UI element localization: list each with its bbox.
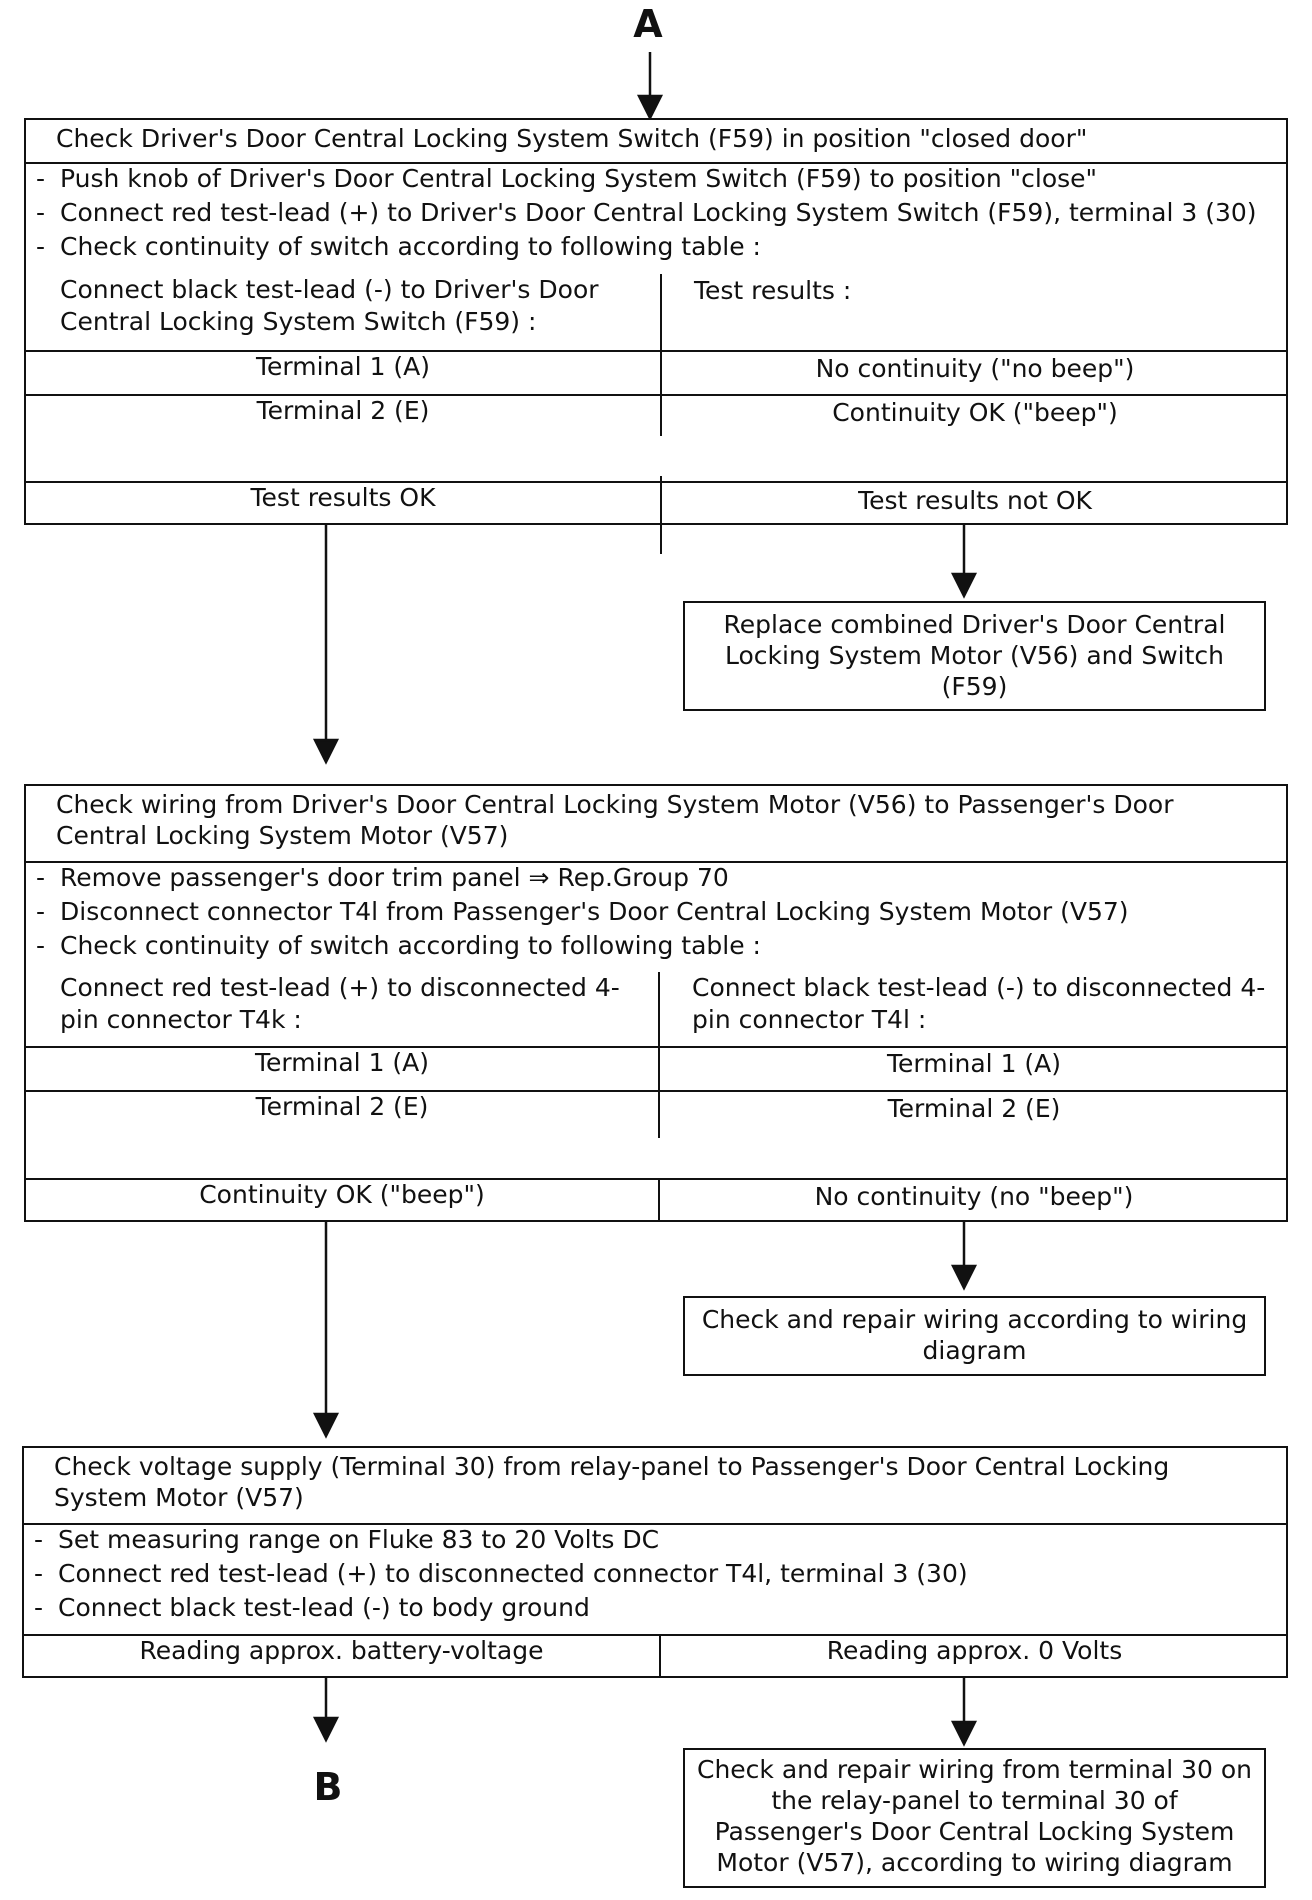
block2-title: Check wiring from Driver's Door Central … — [56, 790, 1174, 850]
block1-title: Check Driver's Door Central Locking Syst… — [56, 124, 1088, 153]
block2-row1-left: Terminal 1 (A) — [254, 1048, 430, 1077]
block2-table-right-header: Connect black test-lead (-) to disconnec… — [692, 973, 1266, 1034]
block1-table-line-1 — [26, 350, 1286, 352]
arrow-block2-to-action2 — [950, 1264, 978, 1291]
block3-result-not-ok: Reading approx. 0 Volts — [826, 1636, 1123, 1665]
block3-title: Check voltage supply (Terminal 30) from … — [54, 1452, 1170, 1512]
connector-a-label: A — [633, 2, 663, 46]
block2-row2-left: Terminal 2 (E) — [255, 1092, 429, 1121]
arrow-block3-to-action3 — [950, 1720, 978, 1747]
block2-result-not-ok: No continuity (no "beep") — [814, 1182, 1134, 1211]
block1-result-line — [26, 481, 1286, 483]
block1-row1-left: Terminal 1 (A) — [255, 352, 431, 381]
block2-result-divider — [658, 1178, 660, 1222]
block2-divider — [26, 861, 1286, 863]
block1-table-right-header: Test results : — [694, 276, 852, 305]
arrow-a-to-block1 — [636, 94, 664, 121]
arrow-block1-to-action1 — [950, 572, 978, 599]
block2-table-left-header: Connect red test-lead (+) to disconnecte… — [60, 973, 620, 1034]
action-repair-wiring: Check and repair wiring according to wir… — [683, 1296, 1266, 1376]
block3-divider — [24, 1523, 1286, 1525]
arrow-block2-to-block3 — [312, 1412, 340, 1439]
arrow-block3-to-b — [312, 1716, 340, 1743]
block3-check-voltage: Check voltage supply (Terminal 30) from … — [22, 1446, 1288, 1678]
action-replace-motor-switch: Replace combined Driver's Door Central L… — [683, 601, 1266, 711]
action-repair-terminal-30-wiring: Check and repair wiring from terminal 30… — [683, 1748, 1266, 1888]
block2-row1-right: Terminal 1 (A) — [886, 1049, 1062, 1078]
block1-row2-left: Terminal 2 (E) — [256, 396, 430, 425]
block3-result-ok: Reading approx. battery-voltage — [139, 1636, 544, 1665]
block1-result-ok: Test results OK — [250, 483, 436, 512]
block1-result-not-ok: Test results not OK — [858, 486, 1092, 515]
block1-gap-white — [656, 436, 666, 476]
block1-check-switch: Check Driver's Door Central Locking Syst… — [24, 118, 1288, 554]
block1-result-divider — [660, 481, 662, 525]
block1-row1-right: No continuity ("no beep") — [815, 354, 1135, 383]
block1-table-line-2 — [26, 394, 1286, 396]
block3-result-line — [24, 1634, 1286, 1636]
block2-table-divider — [658, 972, 660, 1138]
block2-result-ok: Continuity OK ("beep") — [199, 1180, 485, 1209]
arrow-block1-to-block2 — [312, 738, 340, 765]
block2-row2-right: Terminal 2 (E) — [887, 1094, 1061, 1123]
block1-table-divider — [660, 274, 662, 554]
block2-result-line — [26, 1178, 1286, 1180]
block1-table-left-header: Connect black test-lead (-) to Driver's … — [60, 275, 599, 336]
block2-table-line-1 — [26, 1046, 1286, 1048]
block2-table-line-2 — [26, 1090, 1286, 1092]
block3-result-divider — [659, 1634, 661, 1678]
connector-b-label: B — [313, 1765, 343, 1809]
block1-divider — [26, 162, 1286, 164]
block2-check-wiring: Check wiring from Driver's Door Central … — [24, 784, 1288, 1222]
block1-row2-right: Continuity OK ("beep") — [832, 398, 1118, 427]
